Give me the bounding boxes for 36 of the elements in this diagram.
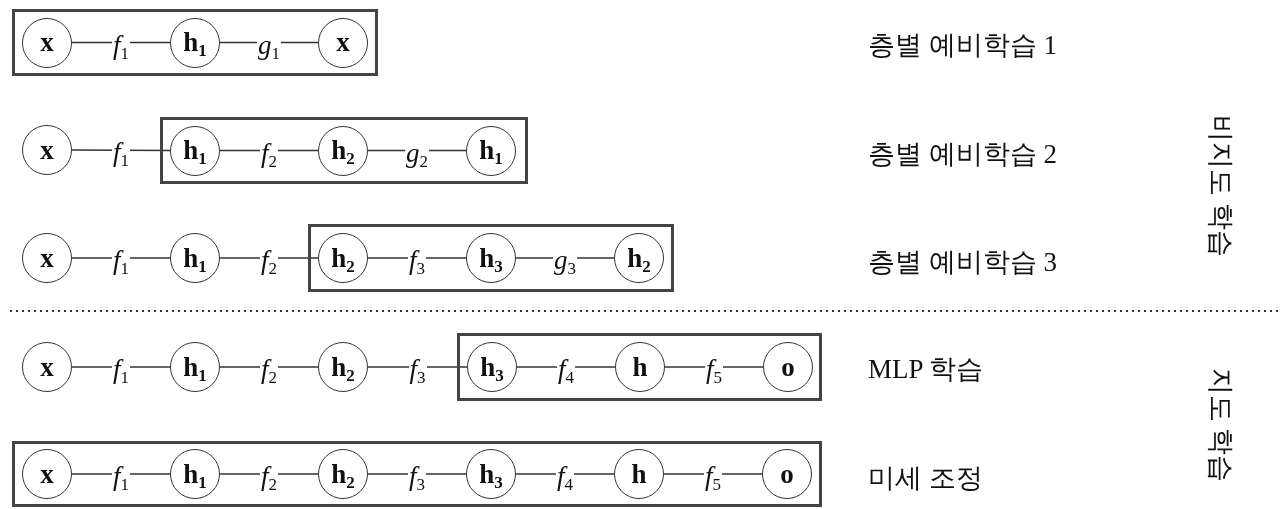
variable-node-circle: o — [762, 449, 812, 499]
variable-node-circle: h$_{1}$ — [466, 125, 516, 176]
variable-node-circle: x — [318, 17, 368, 68]
variable-node-circle: h$_{2}$ — [318, 125, 368, 176]
variable-node-circle: x — [22, 125, 72, 175]
section-label: 비지도 학습 — [1206, 115, 1234, 257]
training-scope-frame — [12, 9, 378, 76]
variable-node-circle: h$_{1}$ — [170, 342, 220, 392]
training-scope-frame — [12, 441, 822, 507]
variable-node-circle: h$_{2}$ — [318, 342, 368, 392]
training-scope-frame — [308, 224, 674, 292]
training-scope-frame — [457, 333, 822, 401]
variable-node-circle: h$_{2}$ — [318, 449, 368, 499]
stage-label: 층별 예비학습 1 — [868, 31, 1057, 59]
stage-label: MLP 학습 — [868, 355, 984, 383]
variable-node-circle: h — [614, 449, 664, 499]
variable-node-circle: x — [22, 342, 72, 392]
variable-node-circle: h$_{3}$ — [466, 233, 516, 283]
section-label: 지도 학습 — [1206, 367, 1234, 483]
variable-node-circle: h$_{1}$ — [170, 449, 220, 499]
variable-node-circle: x — [22, 449, 72, 499]
variable-node-circle: h$_{3}$ — [467, 342, 517, 392]
variable-node-circle: h$_{1}$ — [170, 17, 220, 68]
training-scope-frame — [160, 117, 528, 184]
stage-label: 미세 조정 — [868, 464, 983, 492]
variable-node-circle: h$_{2}$ — [614, 233, 664, 283]
variable-node-circle: x — [22, 233, 72, 283]
variable-node-circle: h$_{1}$ — [170, 233, 220, 283]
variable-node-circle: h$_{3}$ — [466, 449, 516, 499]
variable-node-circle: h$_{1}$ — [170, 125, 220, 176]
variable-node-circle: h$_{2}$ — [318, 233, 368, 283]
variable-node-circle: o — [763, 342, 813, 392]
variable-node-circle: h — [615, 342, 665, 392]
stage-label: 층별 예비학습 3 — [868, 248, 1057, 276]
stage-label: 층별 예비학습 2 — [868, 140, 1057, 168]
variable-node-circle: x — [22, 17, 72, 68]
